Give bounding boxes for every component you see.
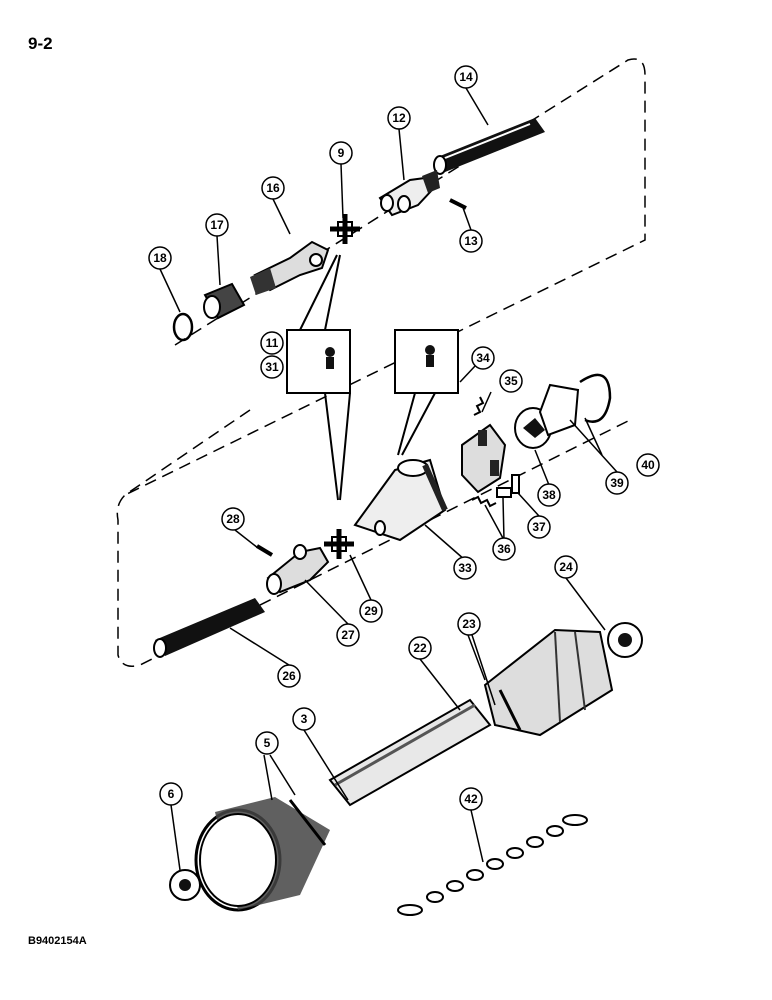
svg-text:36: 36 [497,542,511,556]
svg-text:11: 11 [266,336,279,350]
callout-23: 23 [457,612,481,636]
callout-33: 33 [453,556,477,580]
callout-34: 34 [471,346,495,370]
part-16-yoke-shaft [250,240,330,295]
callout-6: 6 [159,782,183,806]
part-40-snap-ring [579,373,612,423]
callout-28: 28 [221,507,245,531]
svg-text:37: 37 [532,520,546,534]
callout-31: 31 [260,355,284,379]
page-number: 9-2 [28,34,53,53]
callout-40: 40 [636,453,660,477]
svg-text:14: 14 [459,70,473,84]
callout-26: 26 [277,664,301,688]
callout-9: 9 [329,141,353,165]
part-39-lock-ring [538,383,580,437]
svg-text:38: 38 [542,488,556,502]
callout-12: 12 [387,106,411,130]
svg-text:9: 9 [338,146,345,160]
figure-code: B9402154A [28,935,87,947]
part-23-guard-cone-right [483,628,614,737]
part-13-pin [449,198,467,210]
svg-text:31: 31 [265,360,279,374]
svg-text:3: 3 [301,712,308,726]
callout-18: 18 [148,246,172,270]
part-36-key [496,487,512,498]
part-29-cross-journal [324,529,354,559]
svg-text:17: 17 [210,218,224,232]
part-18-snap-ring [172,312,194,342]
part-27-yoke [266,544,330,595]
svg-text:24: 24 [559,560,573,574]
svg-text:18: 18 [153,251,167,265]
part-22-guard-tube [328,698,492,807]
callout-36: 36 [492,537,516,561]
svg-text:42: 42 [464,792,478,806]
svg-text:12: 12 [392,111,406,125]
part-35-bearing-ring [461,423,507,494]
svg-text:5: 5 [264,736,271,750]
callout-5: 5 [255,731,279,755]
svg-text:29: 29 [364,604,378,618]
part-6-bearing-left [169,869,201,901]
svg-text:27: 27 [341,628,355,642]
svg-text:13: 13 [464,234,478,248]
callout-16: 16 [261,176,285,200]
part-34-spring [473,396,485,416]
svg-text:26: 26 [282,669,296,683]
part-42-safety-chain [397,814,588,916]
part-5-guard-cone-left [194,797,330,912]
part-14-inner-tube [433,118,545,175]
callout-24: 24 [554,555,578,579]
svg-text:33: 33 [458,561,472,575]
callout-27: 27 [336,623,360,647]
callout-14: 14 [454,65,478,89]
part-24-bearing-right [607,622,643,658]
upper-group-dashed-outline [124,58,646,496]
callout-3: 3 [292,707,316,731]
svg-text:6: 6 [168,787,175,801]
part-17-collar [203,282,246,320]
callout-17: 17 [205,213,229,237]
svg-text:40: 40 [641,458,655,472]
svg-text:34: 34 [476,351,490,365]
callout-29: 29 [359,599,383,623]
svg-text:16: 16 [266,181,280,195]
callout-22: 22 [408,636,432,660]
lower-group-dashed-outline [116,409,631,667]
svg-text:39: 39 [610,476,624,490]
svg-text:35: 35 [504,374,518,388]
callout-42: 42 [459,787,483,811]
part-36-spring [471,495,497,508]
callout-11: 11 [260,331,284,355]
part-12-yoke [378,170,440,217]
callout-35: 35 [499,369,523,393]
part-28-pin [255,544,274,557]
svg-text:22: 22 [413,641,427,655]
grease-fitting-inset-left [286,329,351,394]
part-9-cross-journal [330,214,360,244]
callout-39: 39 [605,471,629,495]
part-33-shield-cone [353,458,448,542]
grease-fitting-inset-right [394,329,459,394]
callout-38: 38 [537,483,561,507]
svg-text:23: 23 [462,617,476,631]
part-26-outer-tube [153,598,265,658]
callout-13: 13 [459,229,483,253]
callout-37: 37 [527,515,551,539]
part-37-pin [511,474,520,494]
svg-text:28: 28 [226,512,240,526]
